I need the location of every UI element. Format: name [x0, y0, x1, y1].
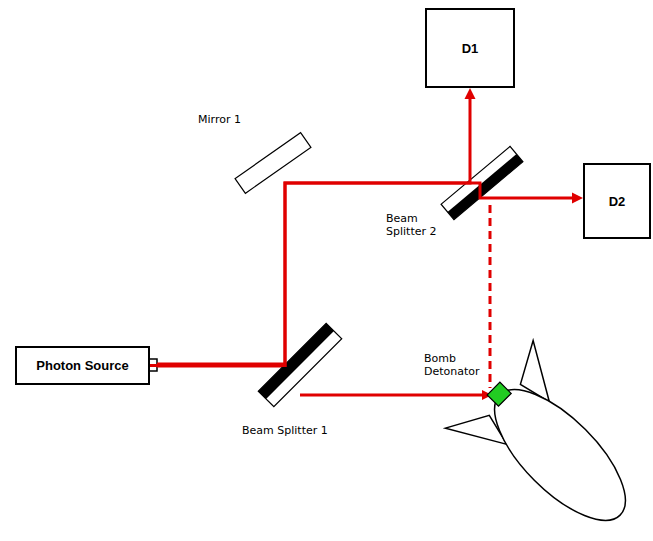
node-label: Photon Source [36, 358, 128, 373]
part-label: Mirror 1 [198, 113, 268, 126]
part-label: Beam Splitter 1 [242, 424, 352, 437]
part-label: Beam Splitter 2 [386, 212, 446, 238]
beam-line [150, 97, 470, 366]
beam-line [150, 183, 574, 366]
bomb-beam [300, 394, 484, 397]
blocked-path [489, 205, 492, 388]
light-beam [150, 88, 476, 366]
detector-box: D2 [583, 163, 651, 239]
detector-box: D1 [425, 8, 515, 88]
arrow-head [572, 193, 583, 204]
node-label: D2 [609, 194, 626, 209]
arrow-head [465, 88, 476, 99]
part-label: Bomb Detonator [424, 352, 488, 378]
light-beam [150, 183, 583, 366]
node-label: D1 [462, 41, 479, 56]
source-box: Photon Source [15, 346, 150, 385]
